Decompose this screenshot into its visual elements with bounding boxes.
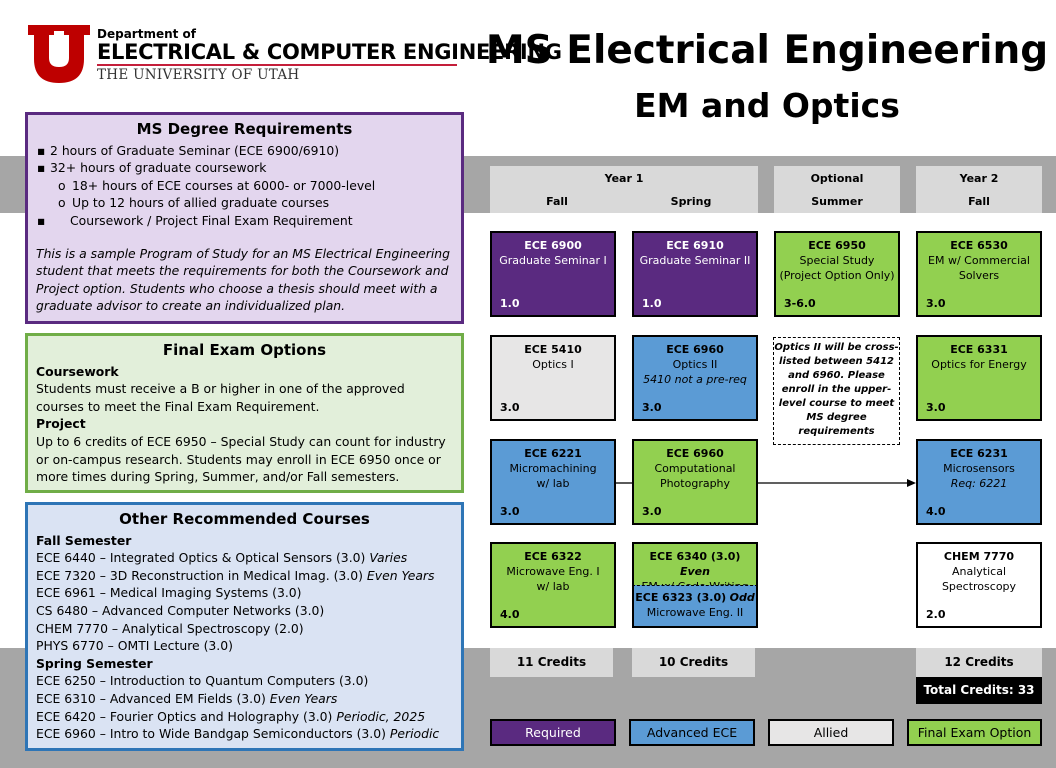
fall-label: Fall	[546, 195, 568, 208]
year2-label: Year 2	[959, 172, 999, 185]
list-item: ECE 6440 – Integrated Optics & Optical S…	[36, 550, 408, 566]
final-exam-panel: Final Exam Options Coursework Students m…	[25, 333, 464, 493]
page-title: MS Electrical Engineering	[485, 28, 1049, 73]
course-ece-6960-optics[interactable]: ECE 6960 Optics II 5410 not a pre-req 3.…	[632, 335, 758, 421]
course-ece-6322[interactable]: ECE 6322 Microwave Eng. I w/ lab 4.0	[490, 542, 616, 628]
list-item: CS 6480 – Advanced Computer Networks (3.…	[36, 602, 325, 618]
list-item: ECE 6961 – Medical Imaging Systems (3.0)	[36, 585, 302, 601]
degree-requirements-panel: MS Degree Requirements 2 hours of Gradua…	[25, 112, 464, 324]
list-item: ECE 6420 – Fourier Optics and Holography…	[36, 708, 426, 724]
summer-header: Optional Summer	[774, 166, 900, 213]
coursework-text: Students must receive a B or higher in o…	[36, 381, 405, 414]
logo-department-name: ELECTRICAL & COMPUTER ENGINEERING	[97, 40, 562, 64]
other-courses-title: Other Recommended Courses	[119, 510, 370, 528]
course-ece-6323[interactable]: ECE 6323 (3.0) Odd Microwave Eng. II	[632, 585, 758, 628]
spring-semester-heading: Spring Semester	[36, 655, 153, 671]
final-exam-title: Final Exam Options	[162, 341, 327, 359]
optional-label: Optional	[810, 172, 864, 185]
course-ece-6331[interactable]: ECE 6331 Optics for Energy 3.0	[916, 335, 1042, 421]
project-heading: Project	[36, 416, 86, 432]
course-ece-6900[interactable]: ECE 6900 Graduate Seminar I 1.0	[490, 231, 616, 317]
year1-header: Year 1 Fall Spring	[490, 166, 758, 213]
fall-credits: 11 Credits	[490, 648, 613, 677]
course-ece-6960-photography[interactable]: ECE 6960 Computational Photography 3.0	[632, 439, 758, 525]
legend-final-exam-option: Final Exam Option	[907, 719, 1042, 746]
list-item: ECE 6960 – Intro to Wide Bandgap Semicon…	[36, 726, 440, 742]
logo-university-name: THE UNIVERSITY OF UTAH	[97, 67, 300, 83]
logo-divider	[97, 64, 457, 66]
spring-label: Spring	[670, 195, 712, 208]
course-ece-6231[interactable]: ECE 6231 Microsensors Req: 6221 4.0	[916, 439, 1042, 525]
list-item: CHEM 7770 – Analytical Spectroscopy (2.0…	[36, 620, 304, 636]
project-text: Up to 6 credits of ECE 6950 – Special St…	[36, 433, 446, 485]
requirement-subitem: Up to 12 hours of allied graduate course…	[36, 194, 453, 212]
requirements-title: MS Degree Requirements	[136, 120, 353, 138]
year1-label: Year 1	[604, 172, 644, 185]
list-item: ECE 7320 – 3D Reconstruction in Medical …	[36, 567, 435, 583]
course-ece-6221[interactable]: ECE 6221 Micromachining w/ lab 3.0	[490, 439, 616, 525]
course-ece-6910[interactable]: ECE 6910 Graduate Seminar II 1.0	[632, 231, 758, 317]
spring-credits: 10 Credits	[632, 648, 755, 677]
course-ece-6530[interactable]: ECE 6530 EM w/ Commercial Solvers 3.0	[916, 231, 1042, 317]
optics-cross-list-note: Optics II will be cross-listed between 5…	[773, 337, 900, 445]
list-item: ECE 6250 – Introduction to Quantum Compu…	[36, 673, 369, 689]
other-courses-panel: Other Recommended Courses Fall Semester …	[25, 502, 464, 751]
list-item: PHYS 6770 – OMTI Lecture (3.0)	[36, 638, 233, 654]
year2-credits: 12 Credits	[916, 648, 1042, 677]
year2-header: Year 2 Fall	[916, 166, 1042, 213]
course-ece-6950[interactable]: ECE 6950 Special Study (Project Option O…	[774, 231, 900, 317]
legend-required: Required	[490, 719, 616, 746]
total-credits: Total Credits: 33	[916, 677, 1042, 704]
requirements-note: This is a sample Program of Study for an…	[36, 245, 451, 314]
legend-allied: Allied	[768, 719, 894, 746]
coursework-heading: Coursework	[36, 363, 119, 379]
requirement-subitem: 18+ hours of ECE courses at 6000- or 700…	[36, 177, 453, 195]
requirement-item: Coursework / Project Final Exam Requirem…	[36, 212, 453, 230]
requirement-item: 2 hours of Graduate Seminar (ECE 6900/69…	[36, 142, 453, 160]
summer-label: Summer	[811, 195, 863, 208]
logo-department-line: Department of	[97, 27, 197, 41]
legend-advanced-ece: Advanced ECE	[629, 719, 755, 746]
fall-semester-heading: Fall Semester	[36, 532, 132, 548]
list-item: ECE 6310 – Advanced EM Fields (3.0) Even…	[36, 690, 338, 706]
fall2-label: Fall	[968, 195, 990, 208]
university-u-logo-icon	[28, 25, 90, 83]
requirement-item: 32+ hours of graduate coursework	[36, 159, 453, 177]
course-ece-5410[interactable]: ECE 5410 Optics I 3.0	[490, 335, 616, 421]
course-ece-6340[interactable]: ECE 6340 (3.0) Even EM w/ Code Writing	[632, 542, 758, 593]
page-subtitle: EM and Optics	[634, 86, 900, 125]
course-chem-7770[interactable]: CHEM 7770 Analytical Spectroscopy 2.0	[916, 542, 1042, 628]
